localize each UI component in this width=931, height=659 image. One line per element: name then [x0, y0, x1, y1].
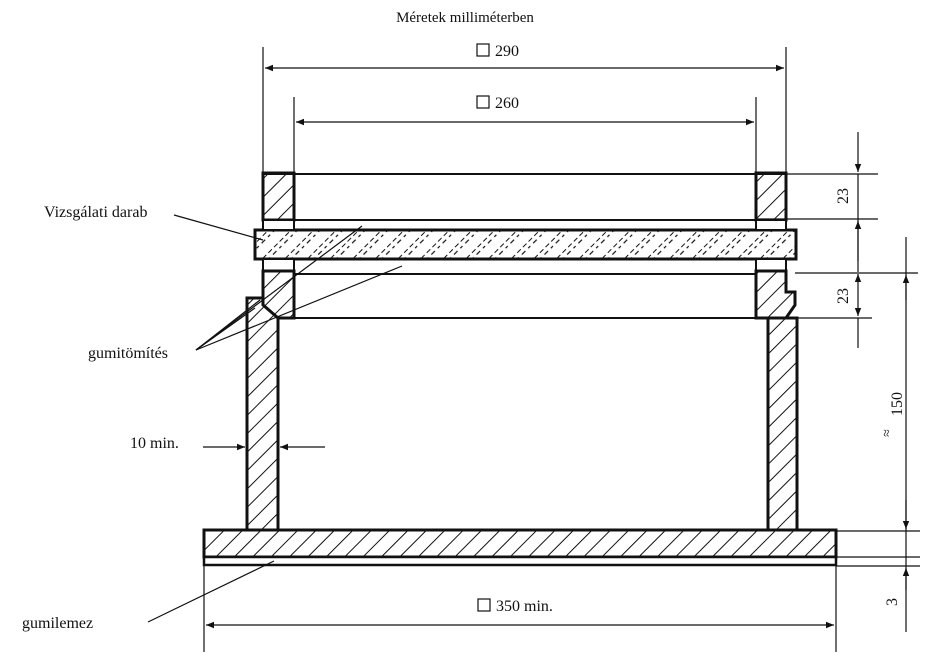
- square-symbol: [477, 598, 491, 612]
- callout-rubber-sheet: gumilemez: [22, 560, 275, 632]
- inner-width-dimension: 260: [293, 95, 757, 174]
- inner-width-label: 260: [495, 95, 519, 112]
- callout-test-piece: Vizsgálati darab: [44, 204, 264, 241]
- wall-thickness-dimension: 10 min.: [130, 435, 325, 452]
- container-height-label: 150: [889, 392, 906, 416]
- base-plate-thickness-label: 3: [884, 598, 901, 606]
- square-symbol: [476, 95, 490, 109]
- base-width-dimension: 350 min.: [203, 566, 837, 652]
- square-symbol: [476, 43, 490, 57]
- base-plate: [202, 528, 838, 567]
- rubber-seal-label: gumitömítés: [88, 345, 168, 362]
- approx-symbol: ≈: [880, 429, 895, 437]
- top-frame-height-label: 23: [835, 188, 852, 204]
- lower-frame-height-label: 23: [835, 288, 852, 304]
- lower-frame: [261, 258, 797, 320]
- rubber-sheet-label: gumilemez: [22, 615, 93, 632]
- rubber-seal-bottom-right: [755, 258, 787, 272]
- container-walls: [245, 296, 799, 532]
- rubber-seal-top-left: [262, 219, 295, 231]
- outer-width-label: 290: [495, 43, 519, 60]
- base-width-label: 350 min.: [496, 598, 553, 615]
- right-dimensions: 23 23 150 ≈ 3: [756, 132, 920, 632]
- rubber-seal-top-right: [755, 219, 787, 231]
- test-piece: [253, 219, 798, 261]
- outer-width-dimension: 290: [262, 43, 787, 174]
- drawing-title: Méretek milliméterben: [396, 10, 534, 26]
- callout-rubber-seal: gumitömítés: [88, 225, 403, 362]
- test-piece-label: Vizsgálati darab: [44, 204, 147, 221]
- rubber-sheet: [202, 555, 838, 567]
- top-frame: [261, 171, 788, 222]
- wall-thickness-label: 10 min.: [130, 435, 179, 452]
- rubber-seal-bottom-left: [262, 258, 295, 272]
